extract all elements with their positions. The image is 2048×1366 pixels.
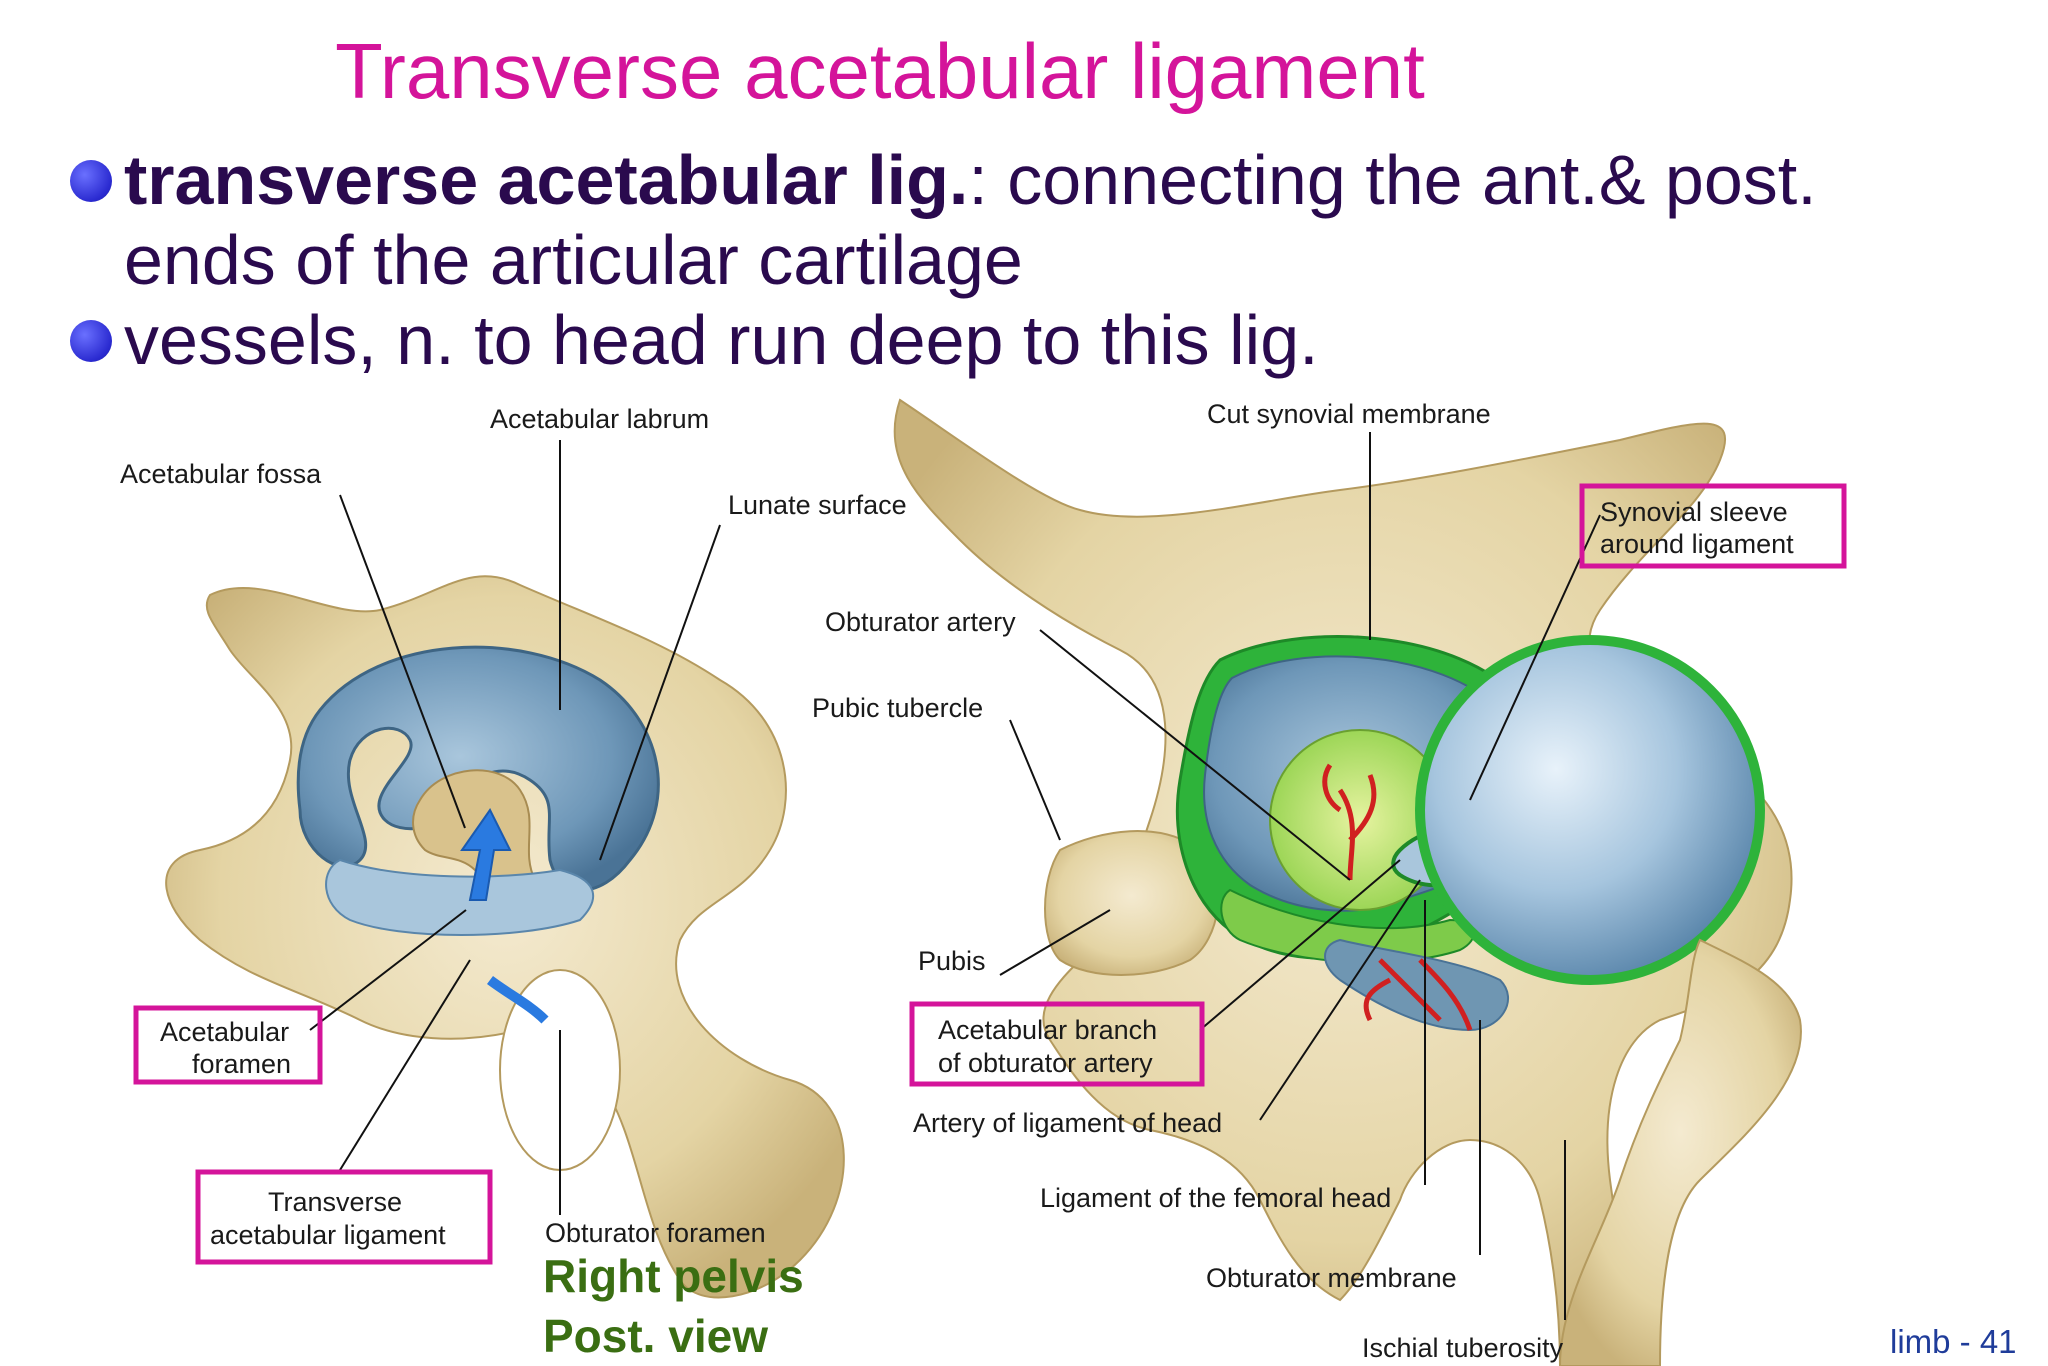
label-ischial-tuberosity: Ischial tuberosity [1362,1333,1564,1363]
label-obturator-membrane: Obturator membrane [1206,1263,1457,1293]
highlight-box-acetabular-foramen [133,1005,323,1085]
left-blue-arrow-icon [460,808,512,901]
caption-right-pelvis: Right pelvis [543,1250,804,1302]
bullet-dot-icon [70,160,112,202]
label-pubic-tubercle: Pubic tubercle [812,693,983,723]
label-artery-of-ligament-of-head: Artery of ligament of head [913,1108,1222,1138]
bullet-line-1: : connecting the ant.& post. [968,141,1817,219]
label-transverse-ligament-line-1: Transverse [268,1187,402,1217]
highlight-box-acetabular-branch [909,1001,1205,1087]
caption-post-view: Post. view [543,1310,768,1362]
label-synovial-sleeve-line-1: Synovial sleeve [1600,497,1788,527]
bullet-bold-term: transverse acetabular lig. [124,141,969,219]
label-acetabular-fossa: Acetabular fossa [120,459,322,489]
highlight-box-synovial-sleeve [1579,483,1847,569]
label-cut-synovial-membrane: Cut synovial membrane [1207,399,1491,429]
right-lower-green-membrane [1220,888,1475,964]
bullet-dot-icon [70,320,112,362]
label-lunate-surface: Lunate surface [728,490,907,520]
label-bg-cut-synovial [1200,392,1530,432]
label-acetabular-foramen-line-2: foramen [192,1049,291,1079]
right-pubis-bone [1044,830,1220,976]
left-transverse-ligament-shape [325,858,595,936]
label-acetabular-foramen-line-1: Acetabular [160,1017,289,1047]
bullet-line-2: ends of the articular cartilage [124,221,1023,299]
right-femoral-head [1415,635,1765,985]
label-transverse-ligament-line-2: acetabular ligament [210,1220,446,1250]
label-obturator-artery: Obturator artery [825,607,1016,637]
highlight-box-transverse-ligament [195,1169,493,1265]
bullet-text: vessels, n. to head run deep to this lig… [124,301,1319,379]
label-ligament-of-femoral-head: Ligament of the femoral head [1040,1183,1391,1213]
page-number: limb - 41 [1890,1323,2017,1360]
anatomy-figure: Acetabular labrum Acetabular fossa Lunat… [120,392,2017,1366]
label-acetabular-branch-line-2: of obturator artery [938,1048,1153,1078]
slide-title: Transverse acetabular ligament [335,27,1425,115]
label-acetabular-labrum: Acetabular labrum [490,404,709,434]
label-acetabular-branch-line-1: Acetabular branch [938,1015,1157,1045]
label-pubis: Pubis [918,946,986,976]
label-synovial-sleeve-line-2: around ligament [1600,529,1794,559]
label-obturator-foramen: Obturator foramen [545,1218,766,1248]
left-pelvis-illustration: Acetabular labrum Acetabular fossa Lunat… [120,404,907,1362]
bullet-text: transverse acetabular lig.: connecting t… [124,140,1817,300]
right-hip-illustration: Cut synovial membrane Synovial sleeve ar… [812,392,1847,1366]
left-lower-arrow-icon [487,975,549,1024]
